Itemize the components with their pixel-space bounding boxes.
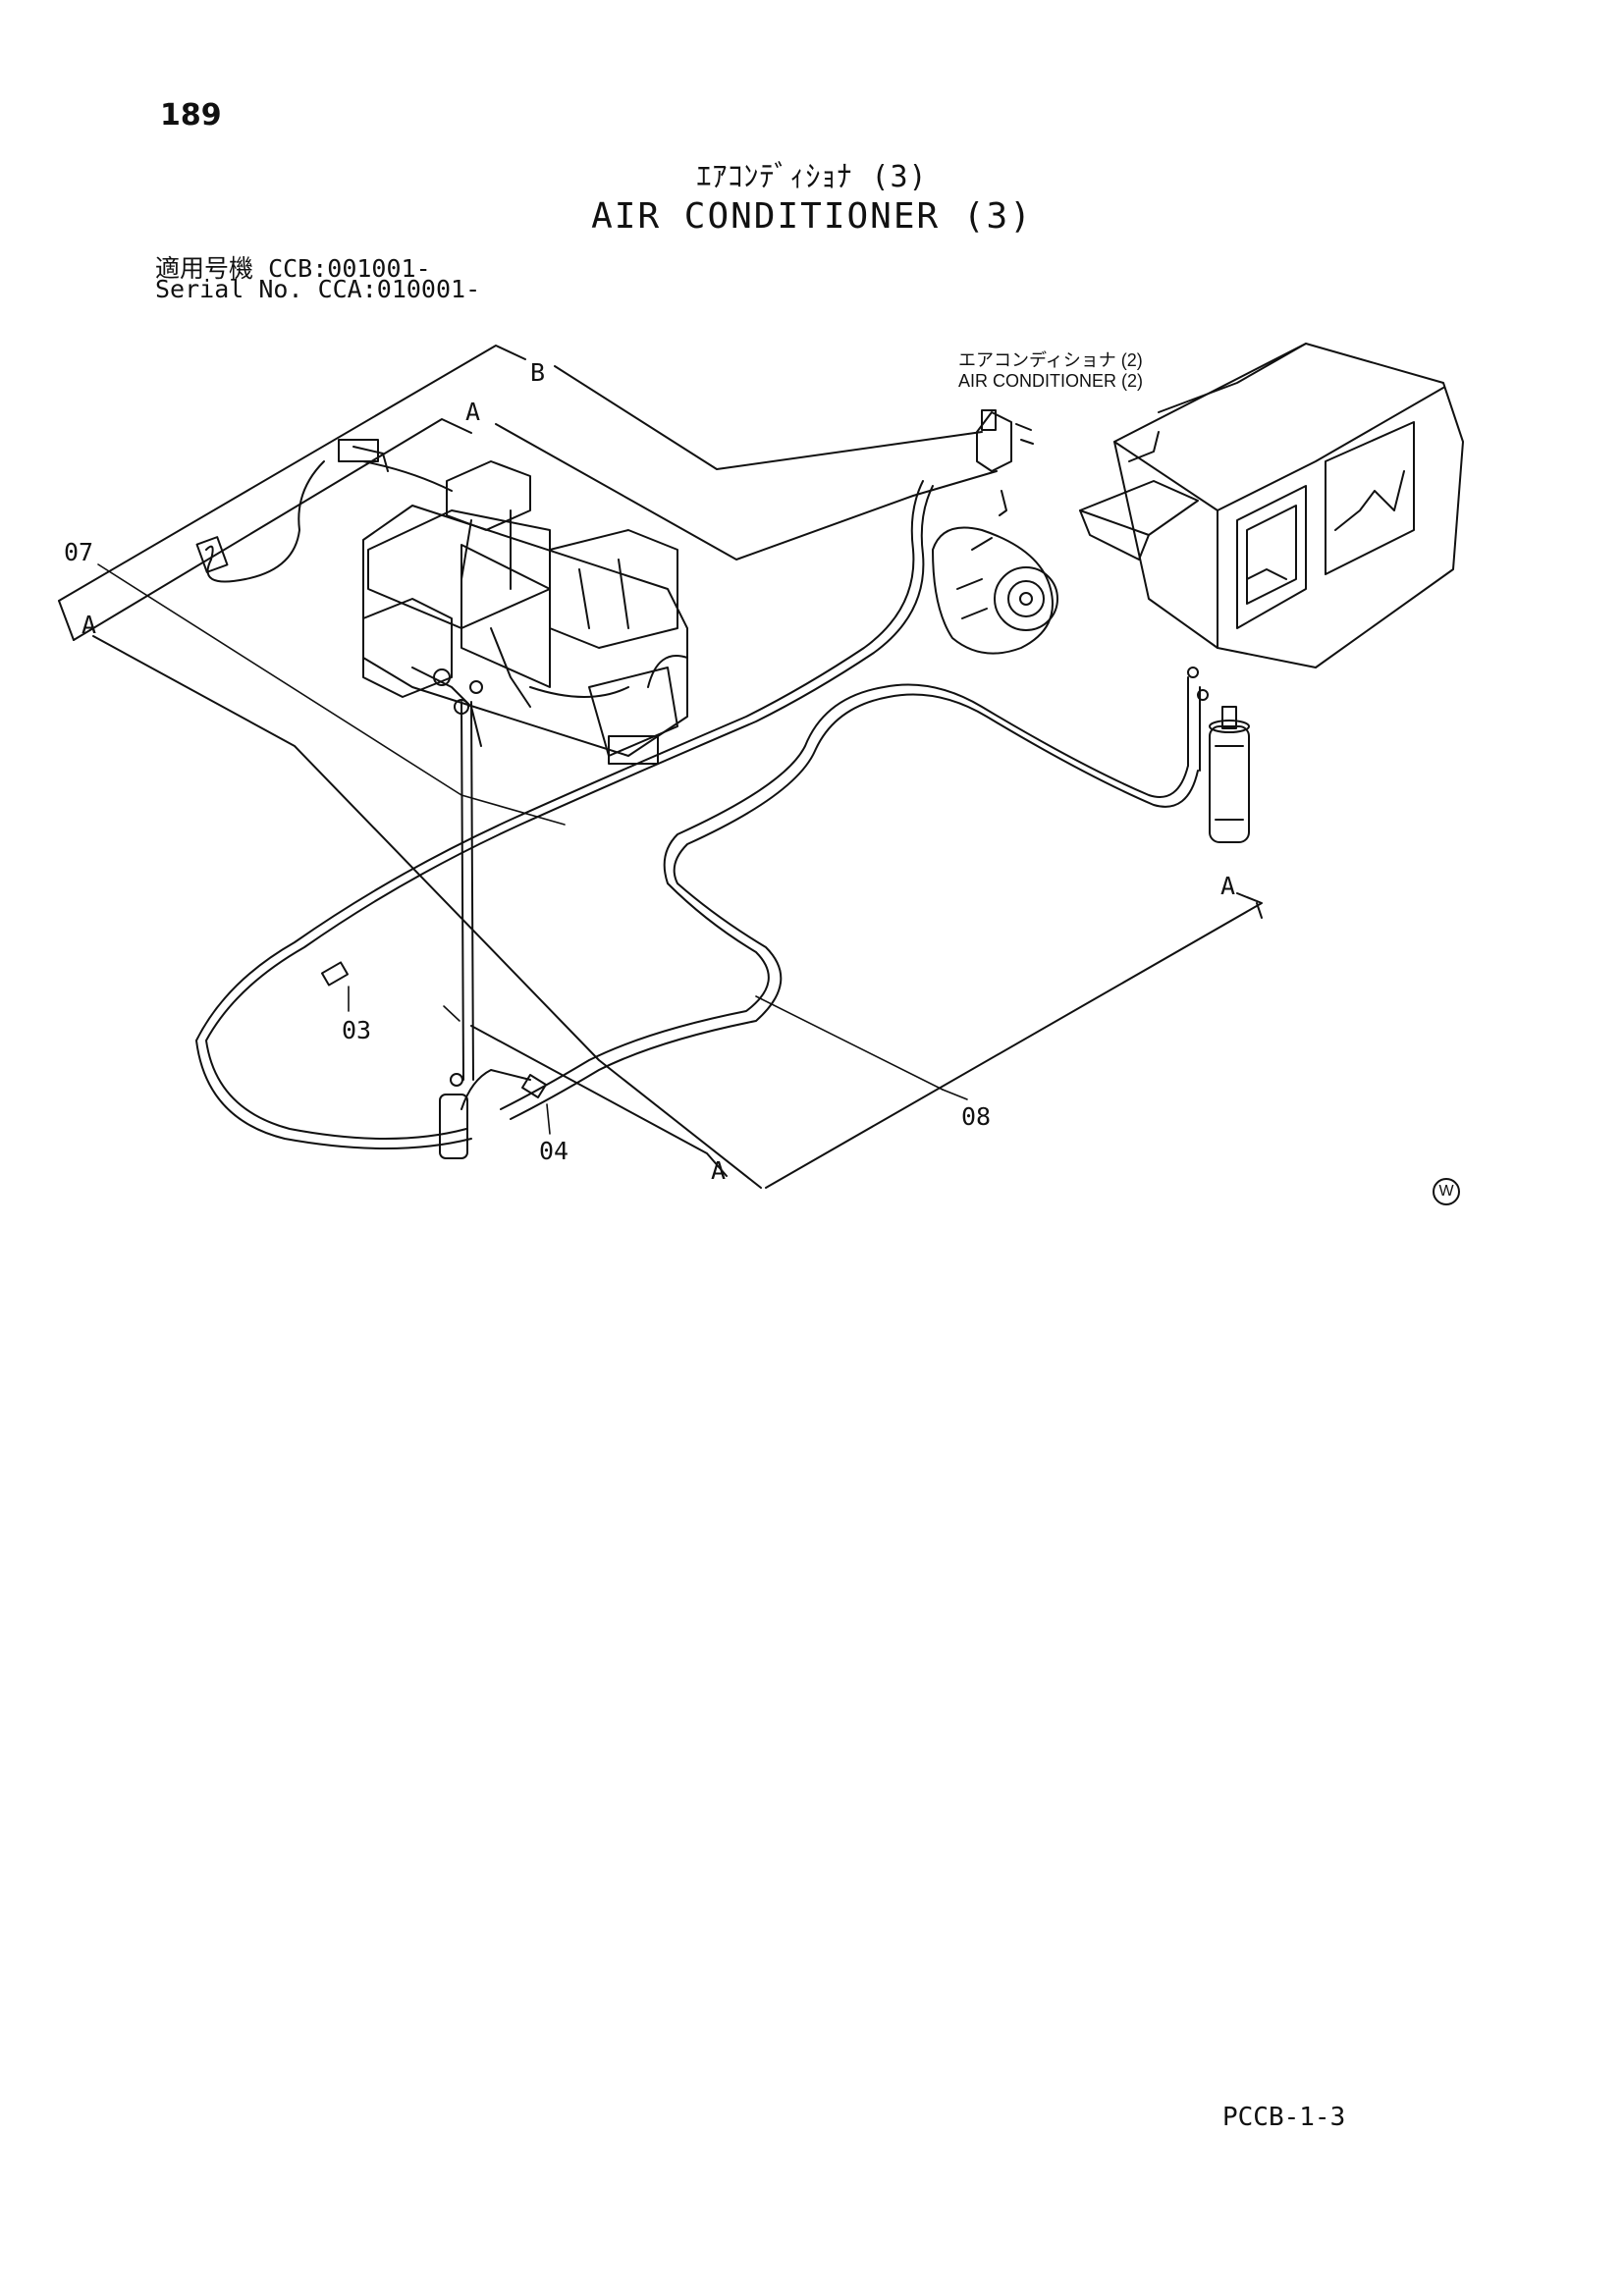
- page-number: 189: [160, 98, 222, 133]
- applicability-line: 適用号機 CCB:001001-: [155, 249, 431, 285]
- serial-line: Serial No. CCA:010001-: [155, 275, 480, 303]
- callout-07: 07: [64, 538, 94, 566]
- callout-08: 08: [961, 1102, 992, 1131]
- section-marker-b: B: [530, 358, 546, 387]
- heater-unit: [362, 460, 688, 1081]
- callout-leaders: [97, 563, 968, 1135]
- section-marker-a-left: A: [81, 611, 97, 639]
- applicability-value: CCB:001001-: [268, 254, 431, 283]
- circled-w-mark: W: [1433, 1178, 1460, 1205]
- footer-code: PCCB-1-3: [1222, 2103, 1346, 2132]
- refrigerant-hoses: [195, 480, 1201, 1159]
- reference-en: AIR CONDITIONER (2): [958, 371, 1144, 391]
- section-marker-a-bottom: A: [711, 1156, 727, 1185]
- title-english: AIR CONDITIONER (3): [591, 196, 1033, 237]
- title-japanese: ｴｱｺﾝﾃﾞｨｼｮﾅ (3): [696, 160, 928, 194]
- compressor: [932, 409, 1058, 655]
- receiver-drier: [1187, 667, 1250, 843]
- bracket-lines: [58, 345, 1263, 1189]
- reference-jp: エアコンディショナ (2): [958, 350, 1143, 370]
- serial-label: Serial No.: [155, 275, 303, 303]
- callout-03: 03: [342, 1016, 372, 1044]
- machine-cab: [1079, 343, 1464, 668]
- callout-04: 04: [539, 1137, 569, 1165]
- section-marker-a-top: A: [465, 398, 481, 426]
- applicability-label: 適用号機: [155, 254, 254, 283]
- serial-value: CCA:010001-: [317, 275, 481, 303]
- wiring-harness: [195, 439, 453, 583]
- section-marker-a-right: A: [1220, 872, 1236, 900]
